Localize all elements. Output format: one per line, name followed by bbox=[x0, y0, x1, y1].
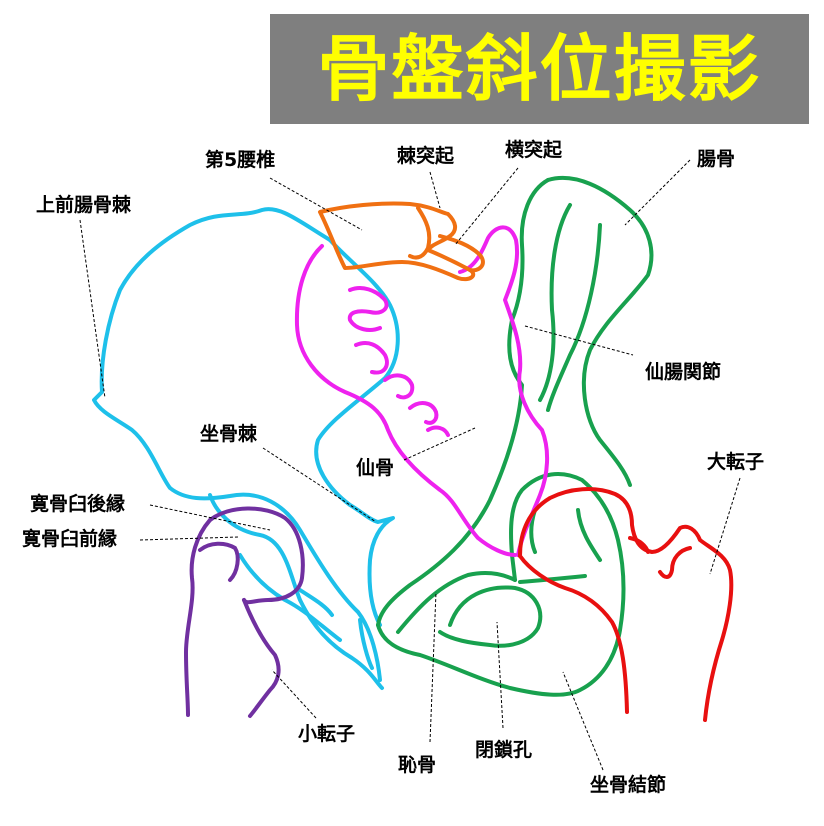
label-ischial-tuberosity: 坐骨結節 bbox=[590, 773, 666, 796]
label-ischial-spine: 坐骨棘 bbox=[200, 423, 258, 445]
near-femur-outline bbox=[184, 506, 305, 718]
label-pubis: 恥骨 bbox=[398, 754, 436, 776]
label-ilium: 腸骨 bbox=[697, 148, 735, 170]
label-posterior-acetabular-rim: 寛骨臼後縁 bbox=[30, 492, 125, 515]
page-title: 骨盤斜位撮影 bbox=[317, 27, 762, 111]
label-obturator-foramen: 閉鎖孔 bbox=[475, 738, 532, 761]
leader-lines bbox=[79, 159, 741, 771]
label-spinous-process: 棘突起 bbox=[397, 144, 455, 167]
label-greater-trochanter: 大転子 bbox=[707, 450, 764, 473]
label-lesser-trochanter: 小転子 bbox=[298, 723, 355, 745]
label-si-joint: 仙腸関節 bbox=[645, 360, 721, 383]
label-lumbar5: 第5腰椎 bbox=[205, 148, 275, 171]
lumbar-vertebra-outline bbox=[318, 201, 485, 282]
near-ilium-outline bbox=[92, 207, 400, 690]
far-femur-outline bbox=[518, 487, 734, 722]
label-sacrum: 仙骨 bbox=[356, 456, 394, 479]
title-banner: 骨盤斜位撮影 bbox=[270, 14, 809, 124]
label-transverse-process: 横突起 bbox=[505, 138, 563, 161]
label-asis: 上前腸骨棘 bbox=[36, 193, 132, 216]
label-anterior-acetabular-rim: 寛骨臼前縁 bbox=[22, 527, 117, 550]
anatomy-labels: 第5腰椎 棘突起 横突起 腸骨 上前腸骨棘 仙腸関節 坐骨棘 仙骨 大転子 寛骨… bbox=[22, 138, 764, 796]
sacrum-outline bbox=[294, 225, 550, 557]
